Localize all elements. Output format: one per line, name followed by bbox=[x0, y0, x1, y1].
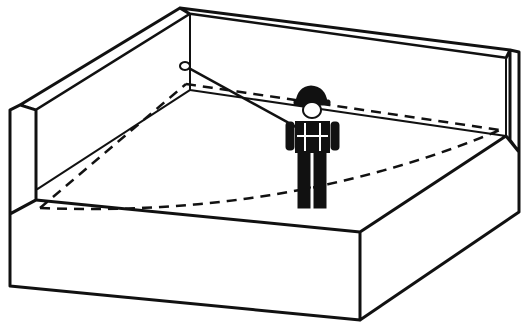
back-left-inner-wall bbox=[35, 13, 191, 191]
right-wall-top bbox=[508, 48, 521, 154]
lifeline-group bbox=[179, 61, 299, 130]
fall-zone-back-line bbox=[185, 82, 501, 132]
fall-zone bbox=[39, 82, 501, 211]
front-rim bbox=[35, 135, 507, 233]
worker-head bbox=[302, 101, 322, 119]
worker-left-arm bbox=[285, 121, 295, 151]
pit-structure bbox=[8, 6, 521, 322]
left-outer-wall bbox=[8, 103, 38, 216]
fall-zone-left-line bbox=[39, 83, 187, 209]
worker-left-leg bbox=[297, 152, 311, 209]
hard-hat-icon bbox=[295, 85, 328, 103]
anchor-point-icon bbox=[179, 61, 191, 71]
fall-zone-arc bbox=[39, 128, 501, 211]
lifeline bbox=[184, 64, 299, 130]
right-face bbox=[358, 134, 521, 322]
front-face bbox=[8, 198, 362, 322]
worker-right-arm bbox=[330, 121, 340, 151]
worker-right-leg bbox=[313, 152, 327, 209]
construction-worker-icon bbox=[285, 85, 340, 209]
